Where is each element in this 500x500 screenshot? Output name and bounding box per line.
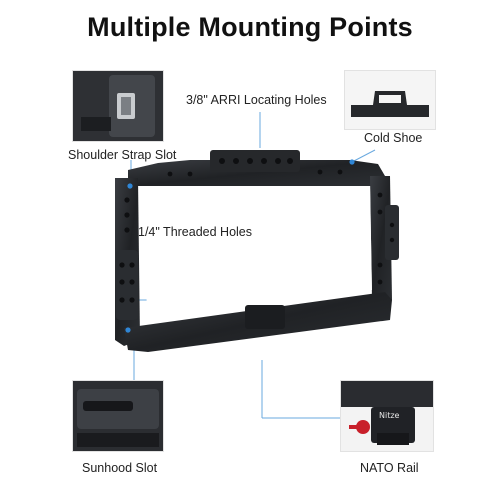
sunhood-slot-label: Sunhood Slot xyxy=(82,461,158,475)
nato-rail-thumbnail: Nitze xyxy=(340,380,434,452)
threaded-holes-label: 1/4" Threaded Holes xyxy=(138,225,253,239)
cage-frame xyxy=(115,150,399,352)
sunhood-slot-thumbnail xyxy=(72,380,164,452)
arri-hole-marks xyxy=(167,158,343,177)
cold-shoe-thumbnail xyxy=(344,70,436,130)
brand-mark: Nitze xyxy=(379,411,400,420)
arri-holes-label: 3/8" ARRI Locating Holes xyxy=(186,93,327,107)
threaded-hole-marks xyxy=(119,192,395,303)
shoulder-strap-thumbnail xyxy=(72,70,164,142)
accent-marks xyxy=(125,159,355,333)
leader-coldshoe xyxy=(351,149,376,163)
nato-rail-label: NATO Rail xyxy=(360,461,419,475)
cold-shoe-label: Cold Shoe xyxy=(364,131,423,145)
shoulder-strap-label: Shoulder Strap Slot xyxy=(68,148,177,162)
page-title: Multiple Mounting Points xyxy=(87,12,413,42)
